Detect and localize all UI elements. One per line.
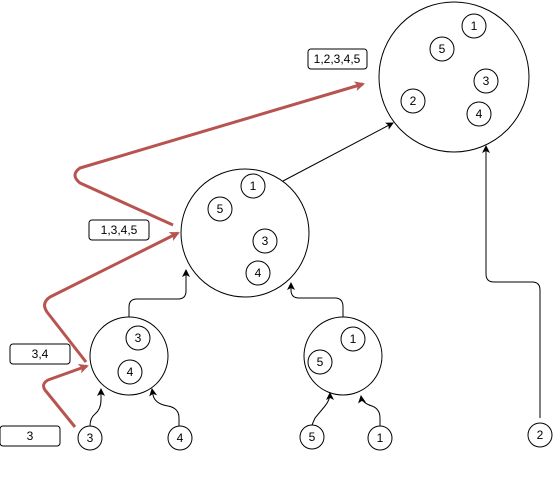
find-path-left-to-mid <box>43 231 180 363</box>
right-node-5: 5 <box>307 349 333 375</box>
edge-leaf5-to-right <box>311 392 334 426</box>
svg-text:3: 3 <box>87 431 94 445</box>
svg-text:5: 5 <box>439 42 446 56</box>
edge-mid-to-root <box>282 122 394 182</box>
svg-text:3: 3 <box>262 234 269 248</box>
svg-text:2: 2 <box>537 428 544 442</box>
svg-text:4: 4 <box>177 431 184 445</box>
svg-text:4: 4 <box>255 266 262 280</box>
root-node-3: 3 <box>473 68 499 94</box>
svg-text:3: 3 <box>483 74 490 88</box>
svg-text:1: 1 <box>377 431 384 445</box>
svg-text:1: 1 <box>471 19 478 33</box>
svg-text:3: 3 <box>27 429 34 443</box>
leaf-node-5: 5 <box>299 424 325 450</box>
leaf-node-3: 3 <box>77 425 103 451</box>
find-path-mid-to-root <box>73 81 365 227</box>
mid-node-4: 4 <box>245 260 271 286</box>
edge-leaf4-to-left <box>149 388 180 426</box>
left-node-4: 4 <box>117 359 143 385</box>
leaf-node-1: 1 <box>367 425 393 451</box>
label-mid-set: 1,3,4,5 <box>88 219 150 241</box>
root-set-circle <box>378 1 530 153</box>
root-node-1: 1 <box>461 13 487 39</box>
label-leaf: 3 <box>0 425 61 447</box>
right-node-1: 1 <box>340 326 366 352</box>
label-left-set: 3,4 <box>9 343 71 365</box>
label-root-set: 1,2,3,4,5 <box>307 48 368 70</box>
leaf-node-2: 2 <box>527 422 553 448</box>
edge-leaf3-to-left <box>89 388 105 427</box>
root-node-2: 2 <box>400 88 426 114</box>
mid-node-5: 5 <box>207 196 233 222</box>
svg-text:2: 2 <box>410 94 417 108</box>
leaf-node-4: 4 <box>167 425 193 451</box>
svg-text:1,2,3,4,5: 1,2,3,4,5 <box>314 52 361 66</box>
left-node-3: 3 <box>125 325 151 351</box>
svg-text:1: 1 <box>350 332 357 346</box>
edge-right-to-mid <box>287 282 344 317</box>
root-node-4: 4 <box>466 101 492 127</box>
mid-node-1: 1 <box>240 173 266 199</box>
svg-text:1: 1 <box>250 179 257 193</box>
svg-text:5: 5 <box>309 430 316 444</box>
root-node-5: 5 <box>429 36 455 62</box>
edge-leaf2-to-root <box>482 145 541 418</box>
mid-node-3: 3 <box>252 228 278 254</box>
svg-text:4: 4 <box>127 365 134 379</box>
edge-left-to-mid <box>128 269 190 317</box>
svg-text:4: 4 <box>476 107 483 121</box>
svg-text:5: 5 <box>317 355 324 369</box>
svg-text:5: 5 <box>217 202 224 216</box>
svg-text:1,3,4,5: 1,3,4,5 <box>101 223 138 237</box>
svg-text:3,4: 3,4 <box>32 347 49 361</box>
svg-text:3: 3 <box>135 331 142 345</box>
find-path-leaf-to-left <box>42 363 89 428</box>
edge-leaf1-to-right <box>358 395 381 426</box>
